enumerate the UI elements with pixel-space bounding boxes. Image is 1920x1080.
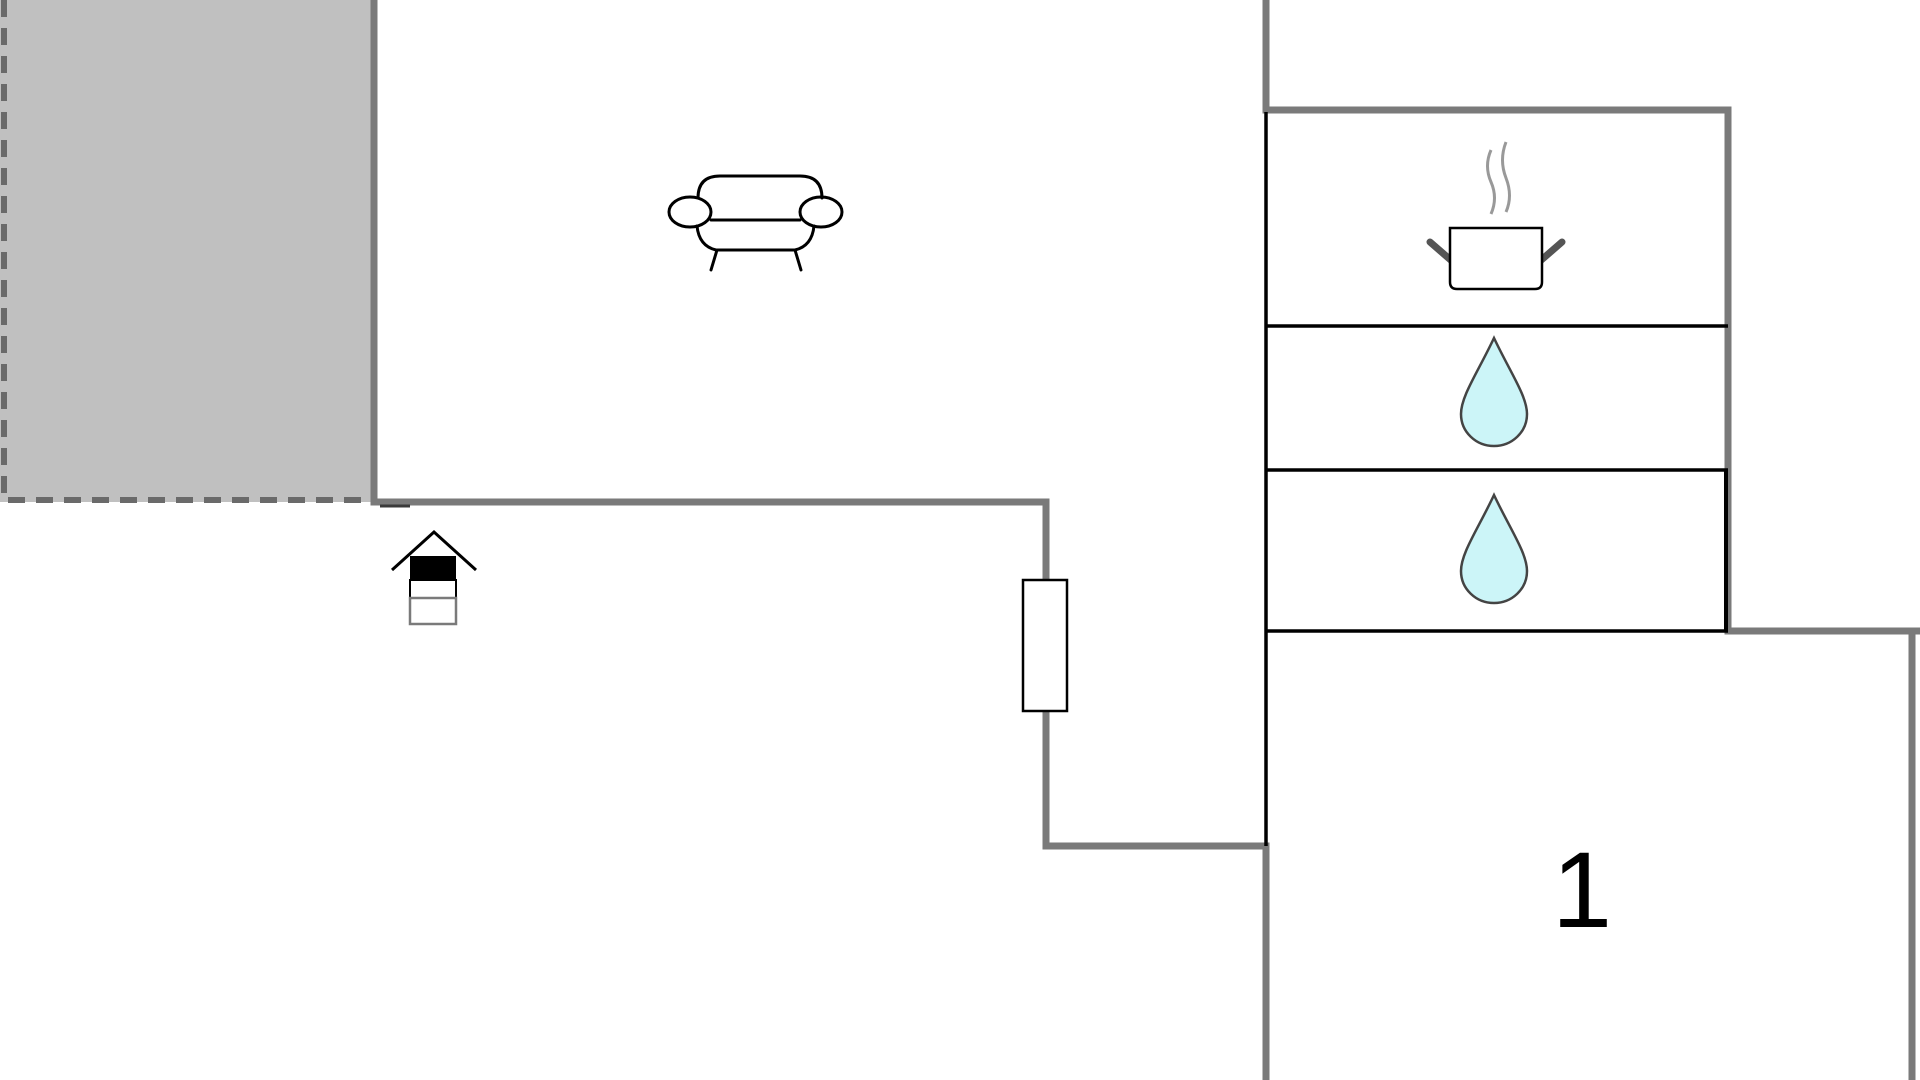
terrace-fill (0, 0, 374, 502)
living-room-wall (370, 0, 1270, 850)
terrace-dashed-border (1, 0, 370, 503)
room-number-label: 1 (1552, 829, 1612, 950)
outer-walls (370, 0, 1920, 1080)
terrace-area (0, 0, 374, 503)
water-drop-icon (1459, 492, 1529, 605)
radiator-icon (1021, 578, 1069, 713)
sofa-icon (667, 174, 844, 272)
stairs-up-icon (390, 529, 478, 626)
cooking-pot-icon (1426, 141, 1566, 291)
inner-walls (1264, 112, 1728, 846)
wet-rooms-outer-wall (1262, 106, 1920, 635)
water-drop-icon (1459, 335, 1529, 448)
